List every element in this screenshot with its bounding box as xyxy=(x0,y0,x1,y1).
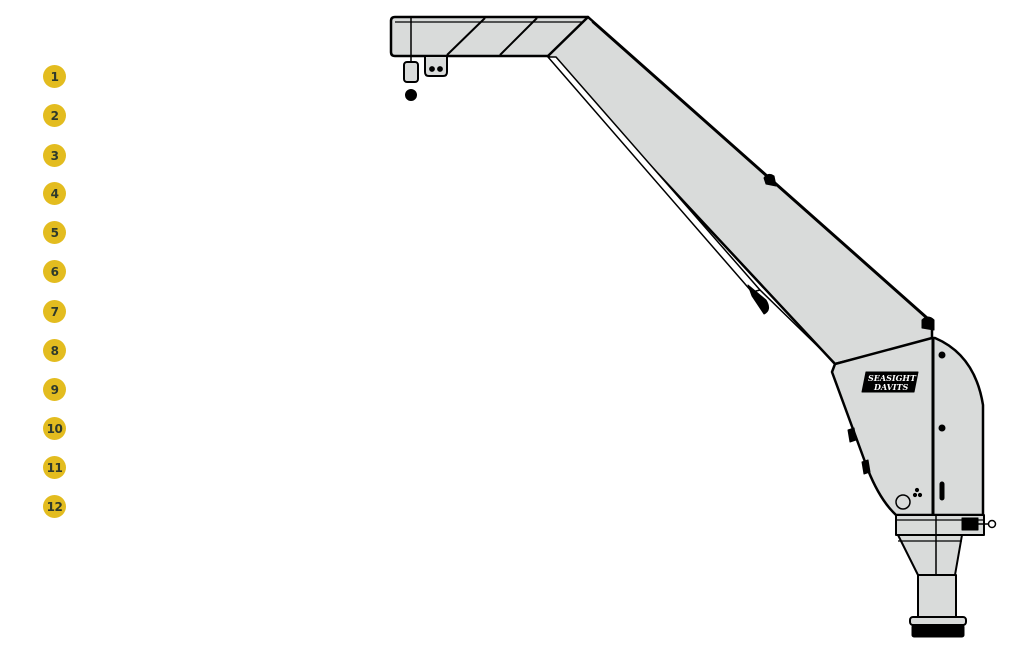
brand-line-1: SEASIGHT xyxy=(868,373,917,383)
lock-pin-ring xyxy=(987,519,997,529)
housing-port xyxy=(895,494,911,510)
housing-dot xyxy=(912,492,918,498)
housing-bolt-1 xyxy=(938,351,946,359)
column-post xyxy=(917,574,957,618)
housing-gauge xyxy=(939,481,945,501)
jib-horizontal xyxy=(389,15,590,58)
lock-pin-housing xyxy=(961,517,979,531)
housing-latch-1 xyxy=(847,427,857,443)
callout-badge-10[interactable]: 10 xyxy=(43,417,66,440)
main-boom xyxy=(546,15,934,366)
housing-bolt-2 xyxy=(938,424,946,432)
jib-stripe-2 xyxy=(499,17,538,56)
callout-badge-4[interactable]: 4 xyxy=(43,182,66,205)
callout-badge-5[interactable]: 5 xyxy=(43,221,66,244)
main-housing xyxy=(830,336,985,517)
sheave-bracket xyxy=(424,55,448,77)
callout-badge-8[interactable]: 8 xyxy=(43,339,66,362)
boom-lower-edge xyxy=(759,289,839,367)
hook-block xyxy=(403,61,419,83)
callout-badge-6[interactable]: 6 xyxy=(43,260,66,283)
callout-badge-9[interactable]: 9 xyxy=(43,378,66,401)
callout-badge-1[interactable]: 1 xyxy=(43,65,66,88)
brand-plate xyxy=(861,371,919,393)
base-flange xyxy=(909,616,967,626)
boom-top-edge xyxy=(591,21,929,321)
callout-badge-3[interactable]: 3 xyxy=(43,144,66,167)
hook-assembly xyxy=(403,17,448,101)
hook-icon xyxy=(405,89,417,101)
boom-hydraulic-mount xyxy=(747,284,770,315)
callout-badge-7[interactable]: 7 xyxy=(43,300,66,323)
housing-dot xyxy=(917,492,923,498)
callout-badge-11[interactable]: 11 xyxy=(43,456,66,479)
mounting-bolts xyxy=(911,624,965,638)
housing-latch-2 xyxy=(861,459,871,475)
housing-dot xyxy=(914,487,920,493)
boom-pivot-pin xyxy=(921,316,935,331)
brand-line-2: DAVITS xyxy=(873,382,908,392)
callout-badge-2[interactable]: 2 xyxy=(43,104,66,127)
callout-badge-12[interactable]: 12 xyxy=(43,495,66,518)
jib-stripe-1 xyxy=(446,17,486,56)
boom-pin-top xyxy=(763,173,777,187)
